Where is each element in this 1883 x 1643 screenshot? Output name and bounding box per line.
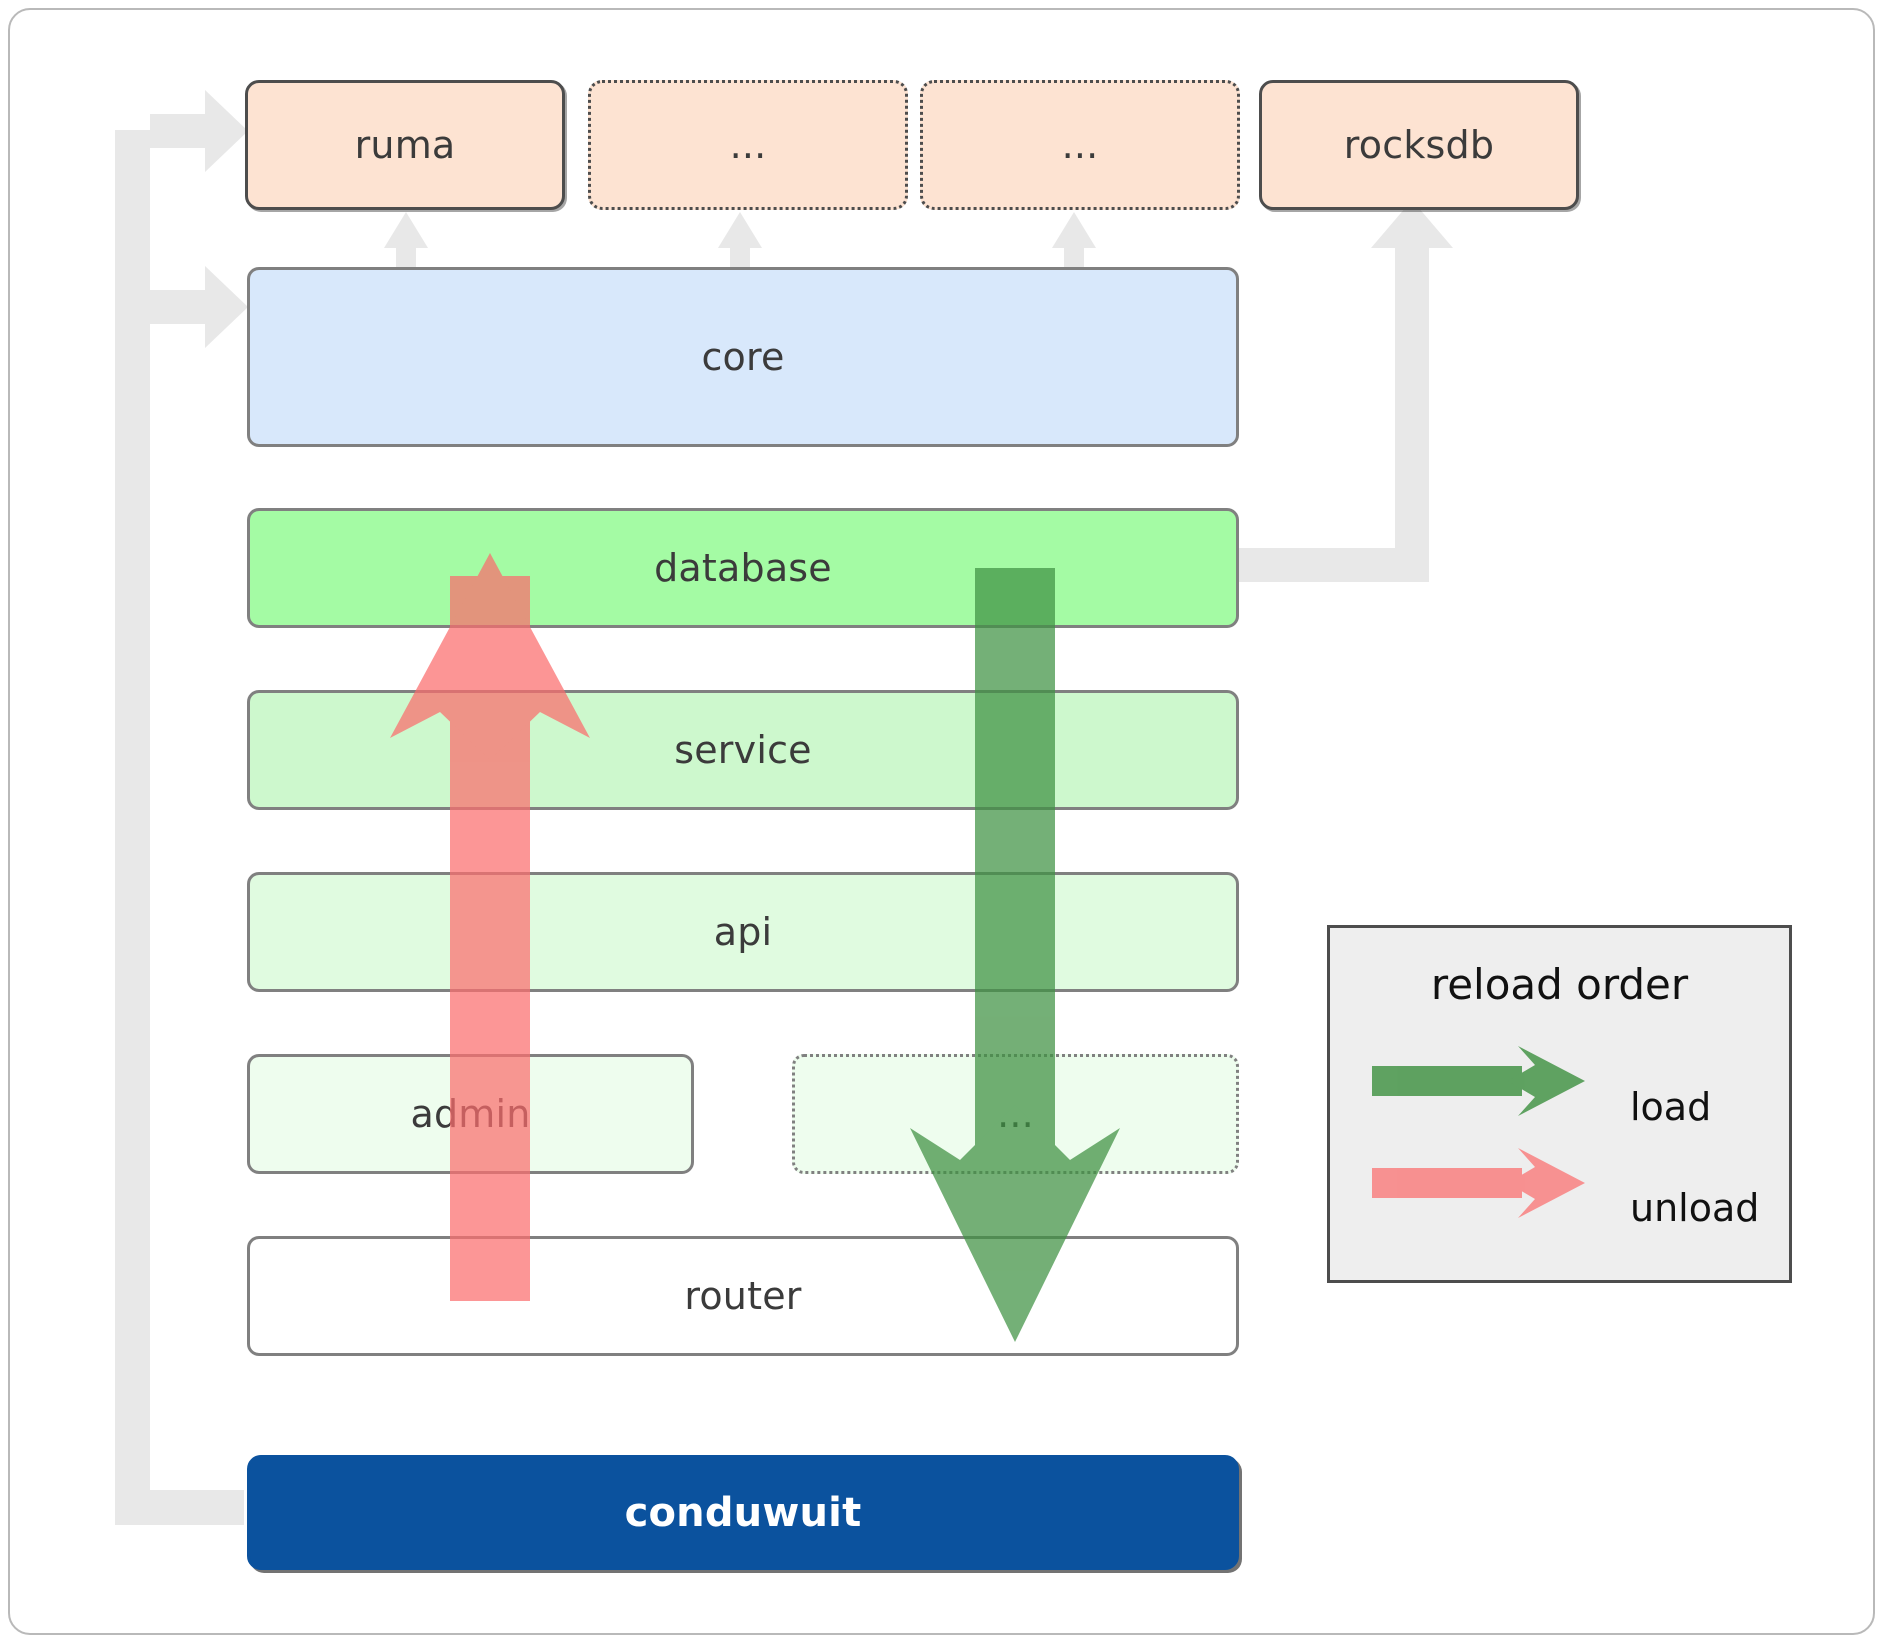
- node-label: ...: [1061, 123, 1099, 167]
- node-ruma[interactable]: ruma: [245, 80, 565, 210]
- node-label: database: [654, 546, 832, 590]
- node-core[interactable]: core: [247, 267, 1239, 447]
- node-label: core: [701, 335, 785, 379]
- node-label: conduwuit: [624, 1489, 862, 1536]
- node-label: service: [674, 728, 812, 772]
- legend-load-arrow-icon: [1372, 1046, 1585, 1116]
- node-label: router: [684, 1274, 802, 1318]
- node-dep-placeholder-2[interactable]: ...: [920, 80, 1240, 210]
- node-dep-placeholder-1[interactable]: ...: [588, 80, 908, 210]
- node-rocksdb[interactable]: rocksdb: [1259, 80, 1579, 210]
- legend-title: reload order: [1430, 960, 1689, 1009]
- node-conduwuit[interactable]: conduwuit: [247, 1455, 1239, 1570]
- node-label: api: [713, 910, 773, 954]
- legend: reload order load unload: [1327, 925, 1792, 1283]
- node-admin[interactable]: admin: [247, 1054, 694, 1174]
- legend-label-load: load: [1630, 1085, 1712, 1129]
- legend-arrows: [1372, 1046, 1585, 1218]
- node-database[interactable]: database: [247, 508, 1239, 628]
- legend-unload-arrow-icon: [1372, 1148, 1585, 1218]
- node-api[interactable]: api: [247, 872, 1239, 992]
- node-label: ...: [729, 123, 767, 167]
- node-label: ...: [997, 1092, 1034, 1136]
- legend-label-unload: unload: [1630, 1186, 1760, 1230]
- node-service[interactable]: service: [247, 690, 1239, 810]
- diagram-frame: [8, 8, 1875, 1635]
- node-router[interactable]: router: [247, 1236, 1239, 1356]
- node-layer-placeholder[interactable]: ...: [792, 1054, 1239, 1174]
- node-label: ruma: [354, 123, 456, 167]
- node-label: rocksdb: [1343, 123, 1495, 167]
- node-label: admin: [410, 1092, 531, 1136]
